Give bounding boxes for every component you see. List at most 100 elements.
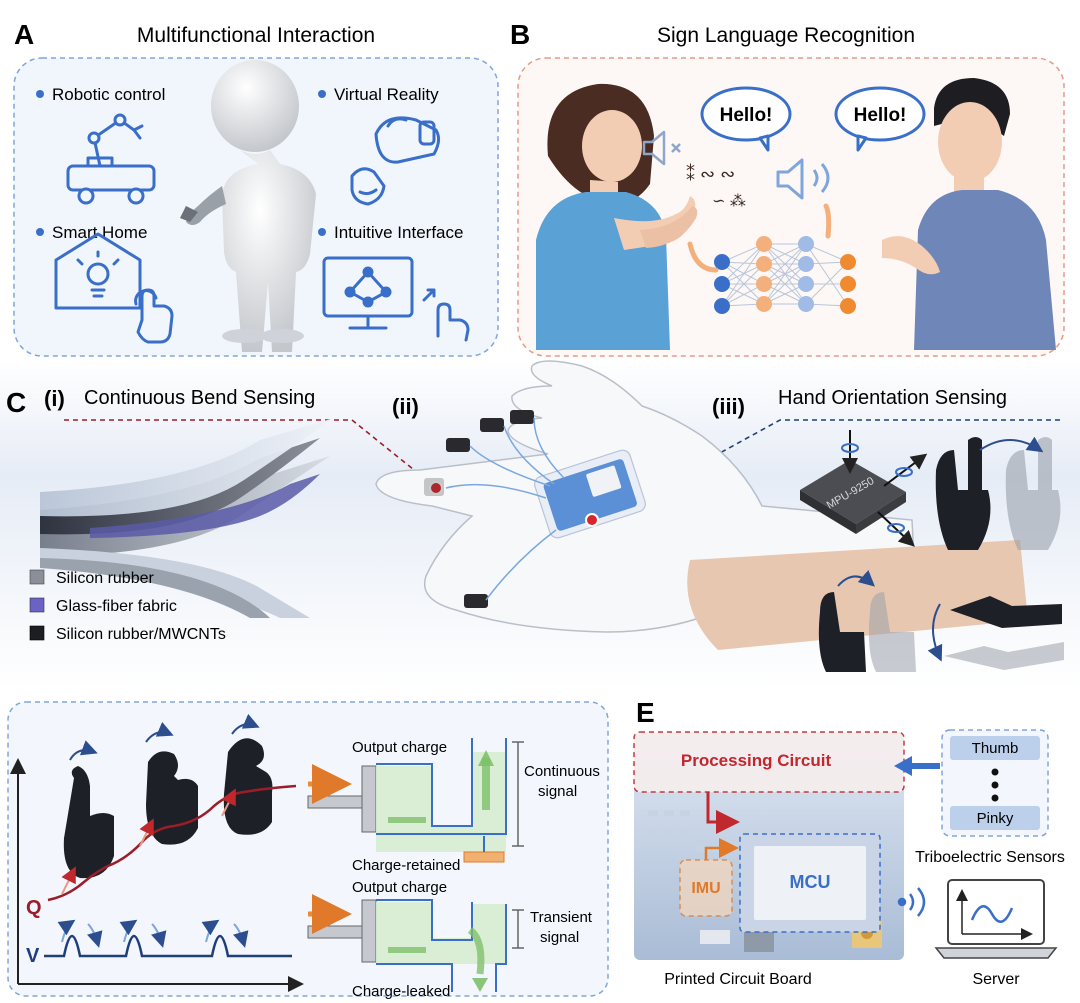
woman-signing-illustration — [536, 83, 698, 350]
q-arrow-icon — [61, 866, 76, 895]
bullet-icon — [318, 90, 326, 98]
server-label: Server — [972, 971, 1020, 988]
charge-leaked-schematic: Output charge Charge-leaked Transient si… — [307, 879, 593, 1000]
v-arrow-icon — [87, 923, 103, 948]
charge-retained-schematic: Output charge Charge-retained Continuous… — [307, 738, 600, 874]
panel-e-letter: E — [636, 697, 655, 728]
glove-rotation-photo-1 — [935, 436, 1061, 550]
sub-label-iii: (iii) — [712, 394, 745, 419]
imu-chip-illustration: MPU-9250 — [800, 430, 928, 547]
robot-arm-car-icon — [66, 113, 156, 205]
pinky-sensor — [950, 806, 1040, 830]
continuous-bend-title: Continuous Bend Sensing — [84, 387, 315, 409]
top-signal-line1: Continuous — [524, 763, 600, 780]
item-intuitive-interface: Intuitive Interface — [334, 223, 463, 242]
processing-arrow-icon — [706, 792, 740, 834]
flow-arrow-in — [687, 241, 719, 273]
sub-label-i: (i) — [44, 386, 65, 411]
panel-e: E MCU IMU Processing Circuit Printed Cir… — [633, 697, 1065, 988]
leader-line-bend — [64, 419, 435, 487]
legend-glass-fiber: Glass-fiber fabric — [56, 598, 177, 615]
white-figure-illustration — [180, 60, 316, 352]
ellipsis-dot-icon — [991, 768, 999, 776]
bubble-left-text: Hello! — [720, 105, 773, 126]
ellipsis-dot-icon — [991, 781, 999, 789]
pinky-label: Pinky — [977, 810, 1014, 827]
v-label: V — [26, 945, 40, 967]
panel-a-letter: A — [14, 19, 34, 50]
thumb-sensor — [950, 736, 1040, 760]
speech-bubble-left: Hello! — [700, 86, 792, 152]
bottom-charge-leaked: Charge-leaked — [352, 983, 450, 1000]
panel-a-title: Multifunctional Interaction — [137, 24, 375, 47]
glove-rotation-photo-2 — [818, 570, 916, 672]
man-listening-illustration — [882, 78, 1056, 350]
speaker-icon — [776, 158, 830, 200]
scribble-glyphs: ⁑ ∾ ∾ — [686, 164, 735, 184]
panel-b: B Sign Language Recognition ⁑ ∾ ∾ ∽ ⁂ He… — [510, 19, 1065, 357]
smart-home-icon — [54, 232, 174, 344]
sensor-arrow-head-icon — [894, 756, 912, 776]
finger-bend-photo-2 — [145, 721, 198, 845]
bubble-right-text: Hello! — [854, 105, 907, 126]
v-arrow-icon — [151, 923, 167, 948]
v-arrow-icon — [57, 919, 76, 943]
material-legend: Silicon rubber Glass-fiber fabric Silico… — [29, 569, 226, 643]
item-robotic-control: Robotic control — [52, 85, 165, 104]
scribble-glyphs-2: ∽ ⁂ — [712, 193, 746, 210]
interface-monitor-icon — [322, 256, 470, 342]
v-arrow-icon — [233, 923, 249, 948]
legend-swatch-glass — [29, 597, 45, 613]
q-label: Q — [26, 897, 42, 919]
bullet-icon — [36, 228, 44, 236]
panel-c-letter: C — [6, 387, 26, 418]
sensors-caption: Triboelectric Sensors — [915, 849, 1065, 866]
legend-silicon-mwcnts: Silicon rubber/MWCNTs — [56, 626, 226, 643]
flow-arrow-out — [823, 203, 832, 239]
neural-network-icon — [714, 236, 856, 314]
bullet-icon — [36, 90, 44, 98]
finger-bend-photo-1 — [63, 740, 114, 879]
mcu-label: MCU — [790, 872, 831, 892]
imu-arrow-icon — [704, 838, 739, 860]
legend-swatch-mwcnt — [29, 625, 45, 641]
v-arrow-icon — [201, 919, 220, 943]
top-output-charge: Output charge — [352, 739, 447, 756]
layered-sensor-illustration — [40, 418, 334, 618]
legend-swatch-silicon — [29, 569, 45, 585]
ellipsis-dot-icon — [991, 794, 999, 802]
bullet-icon — [318, 228, 326, 236]
smart-glove-illustration — [375, 360, 1028, 650]
panel-b-letter: B — [510, 19, 530, 50]
speech-bubble-right: Hello! — [834, 86, 926, 152]
q-arrow-icon — [139, 818, 154, 847]
vr-headset-icon — [350, 116, 441, 206]
panel-a: A Multifunctional Interaction Robotic co… — [13, 19, 499, 357]
hand-orientation-title: Hand Orientation Sensing — [778, 387, 1007, 409]
panel-d: D Q V — [7, 701, 609, 1000]
thumb-label: Thumb — [972, 740, 1019, 757]
v-curve — [44, 934, 292, 958]
panel-c: C (i) Continuous Bend Sensing (ii) (iii)… — [0, 360, 1080, 690]
item-virtual-reality: Virtual Reality — [334, 85, 439, 104]
top-signal-line2: signal — [538, 783, 577, 800]
mcu-chip — [754, 846, 866, 920]
panel-b-title: Sign Language Recognition — [657, 24, 915, 47]
wireless-signal-icon — [897, 887, 926, 917]
sub-label-ii: (ii) — [392, 394, 419, 419]
server-laptop-icon — [934, 879, 1058, 959]
glove-rotation-photo-3 — [927, 596, 1064, 670]
muted-speaker-icon — [642, 130, 681, 166]
q-curve — [47, 784, 297, 902]
finger-bend-photo-3 — [223, 713, 273, 835]
bottom-signal-line1: Transient — [530, 909, 593, 926]
top-charge-retained: Charge-retained — [352, 857, 460, 874]
item-smart-home: Smart Home — [52, 223, 147, 242]
v-arrow-icon — [119, 919, 138, 943]
legend-silicon-rubber: Silicon rubber — [56, 570, 155, 587]
bottom-output-charge: Output charge — [352, 879, 447, 896]
q-arrow-icon — [221, 788, 236, 817]
pcb-label: Printed Circuit Board — [664, 971, 812, 988]
bottom-signal-line2: signal — [540, 929, 579, 946]
